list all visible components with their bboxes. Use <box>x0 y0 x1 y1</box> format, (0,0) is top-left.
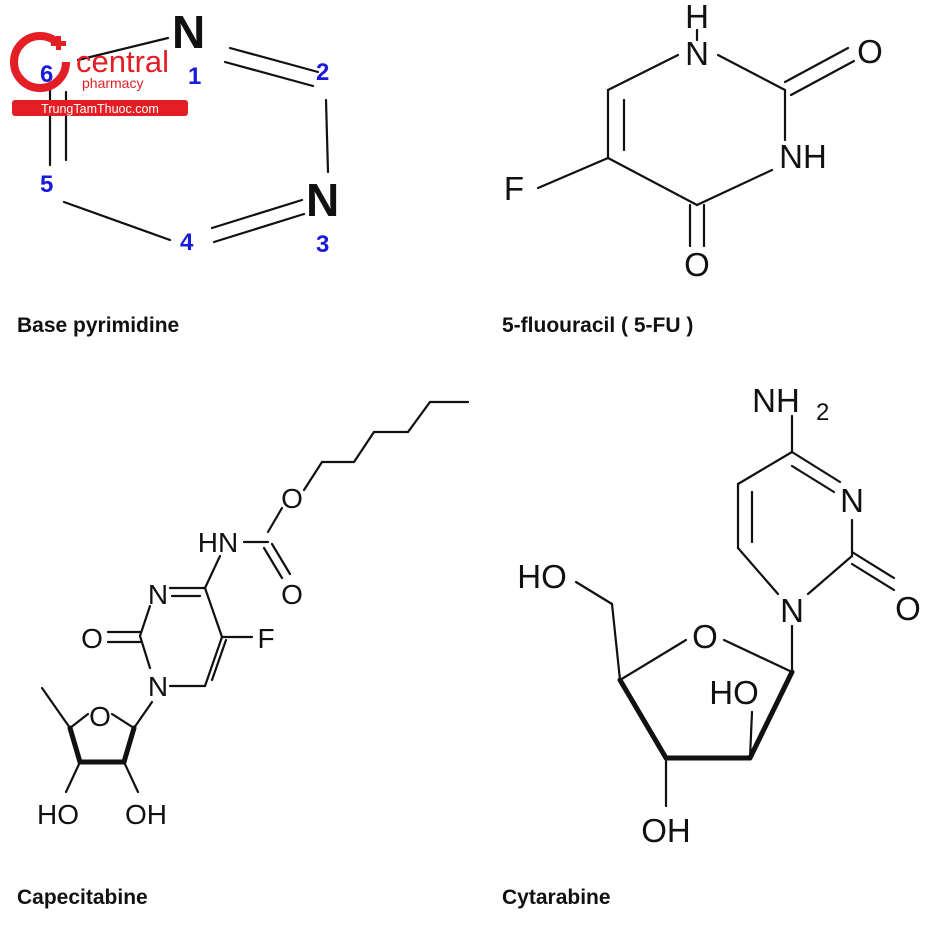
bond-c2-o-b <box>789 59 856 97</box>
bond-c4-ch2 <box>610 602 622 682</box>
bond-c4-n3-b <box>790 464 836 494</box>
bond-n3-c2 <box>138 604 152 638</box>
pyrimidine-structure: N N 1 2 3 4 5 6 <box>40 6 339 258</box>
caption-capecitabine: Capecitabine <box>17 886 148 909</box>
bond-c1-o <box>722 638 794 674</box>
atom-o-bottom: O <box>684 246 710 283</box>
atom-n3: N <box>306 174 339 226</box>
bond-c4-c3-bold <box>617 677 669 761</box>
cytarabine-structure: NH 2 N O N HO O HO OH <box>517 382 921 849</box>
atom-ho: HO <box>37 799 79 830</box>
bond-n1-c1sugar <box>132 700 154 730</box>
caption-cytarabine: Cytarabine <box>502 886 611 909</box>
atom-ho-mid: HO <box>709 674 759 711</box>
bond-c3-ho <box>64 760 82 794</box>
atom-oh: OH <box>125 799 167 830</box>
bond-n1-c2-b <box>223 60 315 88</box>
bond-c2-n1 <box>806 554 854 596</box>
bond-c2-oh <box>122 760 140 794</box>
bond-n3-c4-a <box>210 198 304 230</box>
bond-n1-c6 <box>606 53 680 92</box>
atom-f: F <box>257 623 274 654</box>
atom-nh: NH <box>779 138 827 175</box>
bond-c2-o-b <box>850 562 896 592</box>
bond-c1-o <box>110 712 136 730</box>
atom-o-sugar: O <box>89 701 111 732</box>
bond-o-c4 <box>618 638 688 682</box>
bond-c4-c5 <box>606 156 699 207</box>
bond-o-c4sugar <box>68 712 90 730</box>
bond-n1-c2-a <box>228 46 320 74</box>
bond-c2-c1-bold <box>747 669 795 761</box>
bond-c1-c2-bold <box>121 725 137 765</box>
atom-o-carbonyl: O <box>281 579 303 610</box>
logo-name: central <box>76 44 169 79</box>
bond-o-carbon <box>266 506 284 534</box>
bond-c6-n1 <box>736 546 780 596</box>
atom-n1: N <box>148 671 168 702</box>
atom-o-left: O <box>81 623 103 654</box>
position-6: 6 <box>40 61 53 88</box>
atom-o-sugar: O <box>692 618 718 655</box>
bond-c2-o-a <box>850 550 896 580</box>
bond-c3-c4-bold <box>67 725 83 765</box>
bond-c5-f <box>536 156 610 190</box>
atom-nh2: NH <box>752 382 800 419</box>
position-4: 4 <box>180 229 194 256</box>
atom-n1: N <box>172 6 205 58</box>
bond-c6-n1 <box>76 36 170 62</box>
bond-c2-n1 <box>138 634 152 670</box>
atom-n3: N <box>840 482 864 519</box>
atom-oh-bottom: OH <box>641 812 691 849</box>
atom-n1: N <box>780 592 804 629</box>
atom-nh2-subscript: 2 <box>816 399 829 426</box>
bond-c4-n3-a <box>790 450 842 484</box>
atom-o-chain: O <box>281 483 303 514</box>
bond-n1-c2 <box>716 53 787 92</box>
bond-c2-o-a <box>783 46 850 84</box>
bond-c2-n3 <box>324 98 330 174</box>
atom-h: H <box>685 0 709 35</box>
bond-c5-c4 <box>203 586 224 639</box>
position-1: 1 <box>188 63 201 90</box>
bond-c2-ho <box>748 710 754 760</box>
logo-subtitle: pharmacy <box>82 75 143 91</box>
atom-hn: HN <box>198 527 238 558</box>
bond-c4-c5 <box>736 450 794 486</box>
bond-c6-c5-a <box>203 635 224 688</box>
atom-ho-top: HO <box>517 558 567 595</box>
bond-ch2-oh <box>574 580 614 606</box>
pentyl-chain <box>302 400 470 492</box>
logo-ring-gap <box>44 46 72 62</box>
logo-cross-h <box>51 41 66 46</box>
position-2: 2 <box>316 59 329 86</box>
bond-c4-methyl <box>40 686 72 730</box>
atom-n1: N <box>685 35 709 72</box>
bond-carbonyl-o-a <box>262 546 284 580</box>
fluorouracil-structure: H N O NH F O <box>504 0 883 283</box>
logo-site: TrungTamThuoc.com <box>41 102 159 116</box>
atom-o-right: O <box>895 590 921 627</box>
bond-carbonyl-o-b <box>270 542 292 576</box>
capecitabine-structure: O HN O N O F N O HO OH <box>37 400 470 830</box>
logo-banner <box>12 100 188 116</box>
position-5: 5 <box>40 171 53 198</box>
bond-n3-c4-b <box>212 212 306 244</box>
bond-hn-c4 <box>203 554 222 590</box>
bond-n3-c4 <box>695 168 774 207</box>
atom-n3: N <box>148 579 168 610</box>
bond-c4-c5 <box>62 200 172 242</box>
bond-c6-c5-b <box>210 638 228 682</box>
caption-fluorouracil: 5-fluouracil ( 5-FU ) <box>502 314 694 337</box>
atom-o-right: O <box>857 33 883 70</box>
caption-pyrimidine: Base pyrimidine <box>17 314 180 337</box>
position-3: 3 <box>316 231 329 258</box>
atom-f: F <box>504 170 524 207</box>
central-pharmacy-logo: central pharmacy TrungTamThuoc.com <box>10 32 188 116</box>
